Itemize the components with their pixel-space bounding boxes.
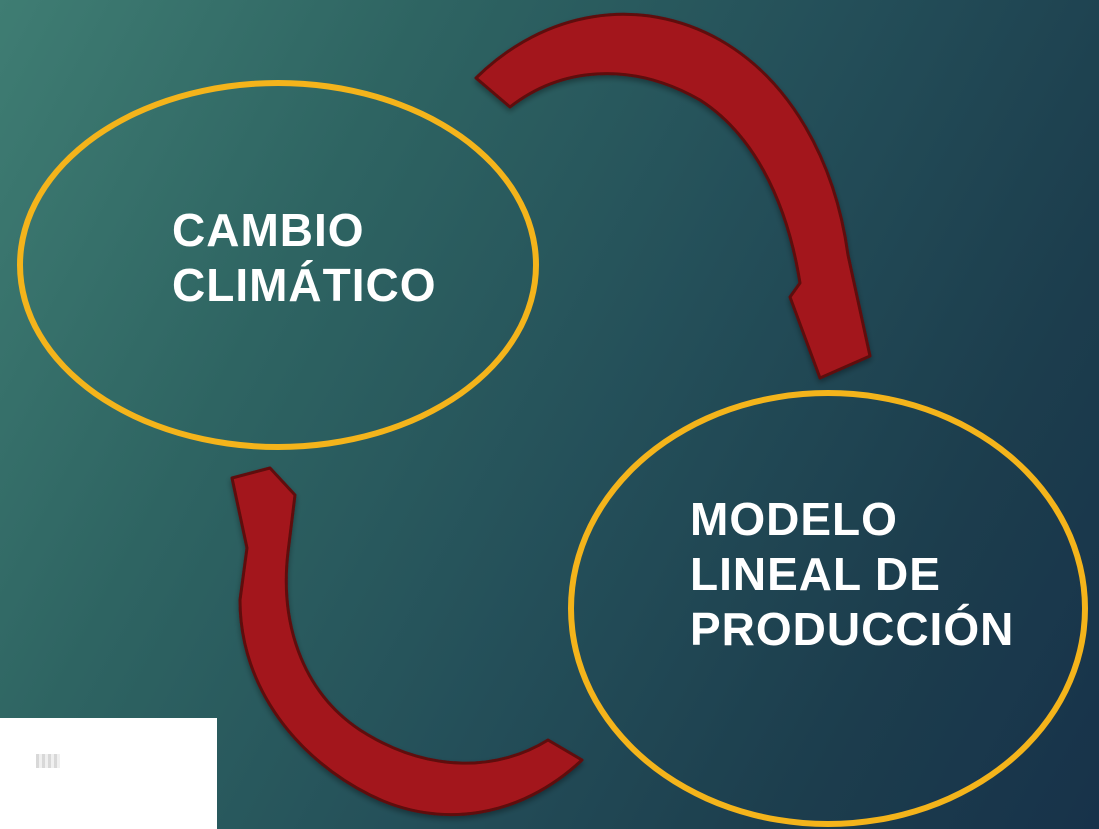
- node-circle-cambio-climatico: [17, 80, 539, 450]
- node-label-line: CLIMÁTICO: [172, 259, 437, 311]
- node-label-line: CAMBIO: [172, 204, 365, 256]
- arrow-bottom-to-top: [230, 466, 584, 817]
- node-label-modelo-lineal: MODELO LINEAL DE PRODUCCIÓN: [690, 492, 1014, 657]
- arrow-top-to-bottom: [474, 12, 872, 380]
- faint-logo-mark: [36, 754, 60, 768]
- node-label-line: LINEAL DE: [690, 548, 941, 600]
- node-label-line: PRODUCCIÓN: [690, 603, 1015, 655]
- corner-white-panel: [0, 718, 217, 829]
- node-label-line: MODELO: [690, 493, 898, 545]
- node-label-cambio-climatico: CAMBIO CLIMÁTICO: [172, 203, 437, 313]
- node-circle-modelo-lineal: [568, 390, 1088, 827]
